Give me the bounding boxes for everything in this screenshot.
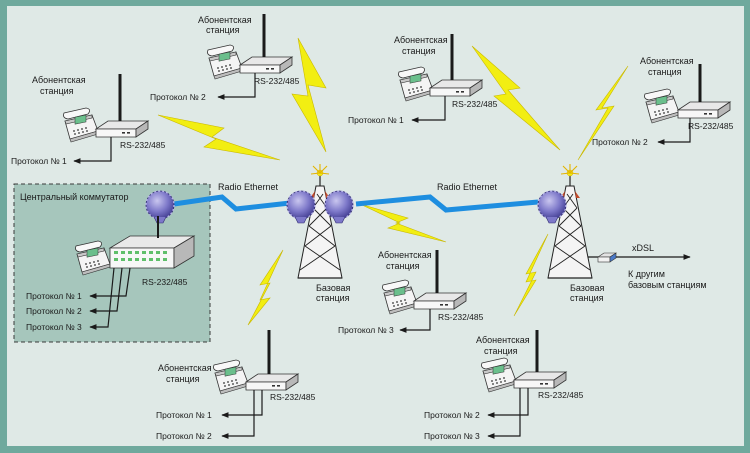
subscriber-label-1: Абонентская: [32, 75, 86, 85]
protocol-label: Протокол № 2: [26, 306, 82, 316]
modem-icon: [677, 101, 731, 119]
subscriber-station-bottom-right: Абонентская станция RS-232/485 Протокол …: [424, 330, 584, 441]
interface-label: RS-232/485: [688, 121, 734, 131]
subscriber-label-2: станция: [648, 67, 682, 77]
base-station-label-left-1: Базовая: [316, 283, 351, 293]
radio-ethernet-links: [173, 194, 539, 213]
modem-icon: [95, 120, 149, 138]
modem-icon: [239, 56, 293, 74]
subscriber-label-1: Абонентская: [476, 335, 530, 345]
protocol-label: Протокол № 2: [150, 92, 206, 102]
subscriber-label-1: Абонентская: [198, 15, 252, 25]
subscriber-label-2: станция: [166, 374, 200, 384]
xdsl-note-1: К другим: [628, 269, 665, 279]
subscriber-label-2: станция: [386, 261, 420, 271]
interface-label: RS-232/485: [438, 312, 484, 322]
interface-label: RS-232/485: [120, 140, 166, 150]
xdsl-modem-icon: [597, 252, 617, 263]
subscriber-station-top-left: Абонентская станция RS-232/485 Протокол …: [150, 14, 300, 102]
xdsl-label: xDSL: [632, 243, 654, 253]
interface-label: RS-232/485: [254, 76, 300, 86]
central-switch-device: RS-232/485 Протокол № 1 Протокол № 2 Про…: [26, 216, 196, 332]
subscriber-station-right: Абонентская станция RS-232/485 Протокол …: [592, 56, 734, 147]
xdsl-link: xDSL К другим базовым станциям: [588, 243, 707, 290]
modem-icon: [413, 292, 467, 310]
subscriber-label-2: станция: [40, 86, 74, 96]
subscriber-station-bottom-left: Абонентская станция RS-232/485 Протокол …: [156, 330, 316, 441]
lightning-icon: [359, 203, 447, 243]
subscriber-station-left: Абонентская станция RS-232/485 Протокол …: [11, 74, 166, 166]
lightning-icon: [471, 45, 561, 151]
interface-label: RS-232/485: [142, 277, 188, 287]
interface-label: RS-232/485: [452, 99, 498, 109]
radio-ethernet-label-left: Radio Ethernet: [218, 182, 279, 192]
protocol-label: Протокол № 3: [26, 322, 82, 332]
subscriber-label-2: станция: [402, 46, 436, 56]
lightning-icon: [577, 65, 629, 161]
lightning-icon: [291, 37, 327, 153]
subscriber-station-top-right: Абонентская станция RS-232/485 Протокол …: [348, 34, 498, 125]
base-station-label-right-1: Базовая: [570, 283, 605, 293]
base-station-label-left-2: станция: [316, 293, 350, 303]
modem-icon: [429, 79, 483, 97]
xdsl-note-2: базовым станциям: [628, 280, 707, 290]
interface-label: RS-232/485: [270, 392, 316, 402]
protocol-label: Протокол № 2: [592, 137, 648, 147]
base-station-right: Базовая станция: [537, 163, 605, 303]
subscriber-label-2: станция: [484, 346, 518, 356]
lightning-links: [157, 37, 629, 326]
lightning-icon: [513, 233, 549, 317]
protocol-label: Протокол № 3: [424, 431, 480, 441]
base-station-label-right-2: станция: [570, 293, 604, 303]
subscriber-label-1: Абонентская: [640, 56, 694, 66]
protocol-label: Протокол № 1: [11, 156, 67, 166]
modem-icon: [245, 373, 299, 391]
protocol-label: Протокол № 1: [348, 115, 404, 125]
subscriber-label-1: Абонентская: [158, 363, 212, 373]
protocol-label: Протокол № 2: [424, 410, 480, 420]
radio-link-left: [173, 194, 291, 212]
subscriber-station-center: Абонентская станция RS-232/485 Протокол …: [338, 250, 484, 335]
modem-icon: [513, 371, 567, 389]
central-switch-title: Центральный коммутатор: [20, 192, 129, 202]
interface-label: RS-232/485: [538, 390, 584, 400]
subscriber-label-1: Абонентская: [394, 35, 448, 45]
radio-ethernet-label-right: Radio Ethernet: [437, 182, 498, 192]
protocol-label: Протокол № 1: [26, 291, 82, 301]
radio-link-right: [355, 194, 539, 213]
subscriber-label-2: станция: [206, 25, 240, 35]
protocol-label: Протокол № 3: [338, 325, 394, 335]
switch-icon: [108, 235, 196, 269]
protocol-label: Протокол № 2: [156, 431, 212, 441]
lightning-icon: [247, 249, 284, 326]
lightning-icon: [157, 114, 281, 161]
protocol-label: Протокол № 1: [156, 410, 212, 420]
subscriber-label-1: Абонентская: [378, 250, 432, 260]
base-station-left: Базовая станция: [286, 163, 354, 303]
